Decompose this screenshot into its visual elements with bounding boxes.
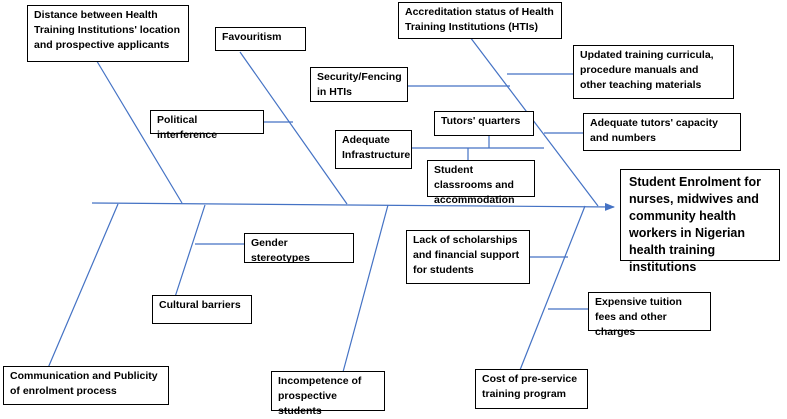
bone-cultural (174, 204, 206, 298)
cause-communication: Communication and Publicity of enrolment… (3, 366, 169, 405)
cause-political: Political interference (150, 110, 264, 141)
bone-distance (94, 57, 183, 204)
cause-tuition: Expensive tuition fees and other charges (588, 292, 711, 338)
cause-cultural: Cultural barriers (152, 295, 252, 324)
bone-favouritism (239, 51, 348, 205)
cause-accreditation: Accreditation status of Health Training … (398, 2, 562, 39)
cause-security: Security/Fencing in HTIs (310, 67, 408, 102)
bone-cost (519, 205, 586, 371)
effect-box: Student Enrolment for nurses, midwives a… (620, 169, 780, 274)
bone-accreditation (469, 36, 599, 207)
cause-scholarships: Lack of scholarships and financial suppo… (406, 230, 530, 284)
cause-incompetence: Incompetence of prospective students (271, 371, 385, 417)
cause-infrastructure: Adequate Infrastructure (335, 130, 412, 169)
cause-distance: Distance between Health Training Institu… (27, 5, 189, 62)
spine-line (91, 202, 615, 211)
cause-cost: Cost of pre-service training program (475, 369, 588, 409)
bone-communication (47, 203, 119, 369)
cause-tutors-capacity: Adequate tutors' capacity and numbers (583, 113, 741, 151)
bone-incompetence (342, 204, 389, 373)
cause-gender: Gender stereotypes (244, 233, 354, 264)
cause-classrooms: Student classrooms and accommodation (427, 160, 535, 206)
cause-favouritism: Favouritism (215, 27, 306, 51)
cause-curricula: Updated training curricula, procedure ma… (573, 45, 734, 99)
cause-tutors-quarters: Tutors' quarters (434, 111, 534, 136)
